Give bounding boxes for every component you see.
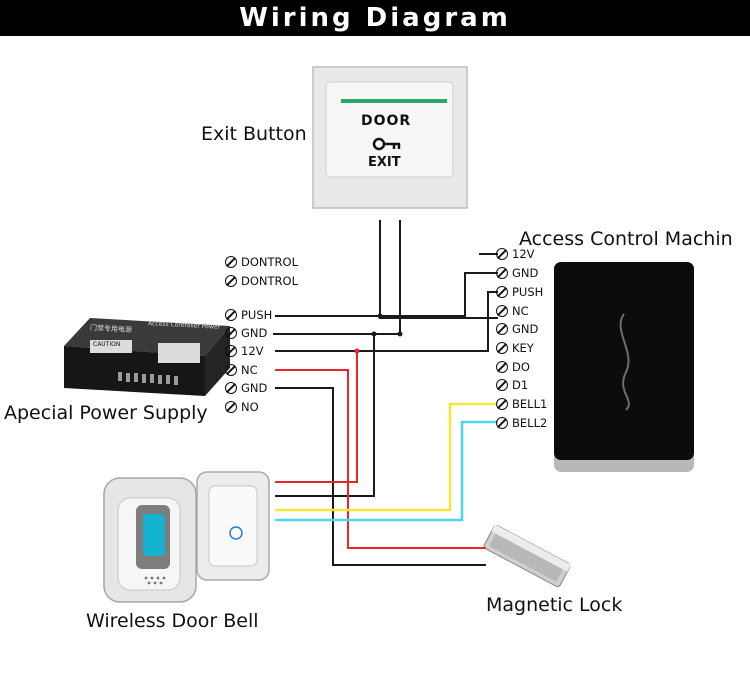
access-terminal: PUSH — [496, 285, 543, 299]
terminal-label: D1 — [512, 378, 529, 392]
terminal-label: PUSH — [241, 308, 273, 322]
terminal-screw-icon — [496, 398, 508, 410]
key-icon — [372, 137, 401, 151]
access-terminal: DO — [496, 360, 530, 374]
access-terminal: BELL1 — [496, 397, 547, 411]
terminal-label: PUSH — [512, 285, 544, 299]
access-terminal: BELL2 — [496, 416, 547, 430]
power-terminal: PUSH — [225, 308, 272, 322]
terminal-screw-icon — [225, 327, 237, 339]
terminal-label: KEY — [512, 341, 534, 355]
terminal-screw-icon — [496, 248, 508, 260]
access-terminal: GND — [496, 322, 538, 336]
door-bell-label: Wireless Door Bell — [86, 610, 259, 632]
doorbell-device — [103, 471, 270, 603]
terminal-label: NC — [241, 363, 258, 377]
terminal-screw-icon — [225, 382, 237, 394]
power-terminal: DONTROL — [225, 255, 298, 269]
power-terminal: 12V — [225, 344, 264, 358]
magnetic-lock-device — [483, 524, 572, 588]
exit-button-exit-text: EXIT — [368, 155, 401, 170]
terminal-screw-icon — [496, 323, 508, 335]
magnetic-lock-label: Magnetic Lock — [486, 594, 623, 616]
power-supply-device — [64, 318, 230, 396]
terminal-label: BELL2 — [512, 416, 548, 430]
terminal-screw-icon — [496, 267, 508, 279]
terminal-screw-icon — [496, 379, 508, 391]
access-terminal: 12V — [496, 247, 535, 261]
terminal-label: NC — [512, 304, 529, 318]
terminal-label: 12V — [512, 247, 535, 261]
terminal-screw-icon — [225, 309, 237, 321]
terminal-screw-icon — [225, 275, 237, 287]
terminal-screw-icon — [225, 256, 237, 268]
terminal-screw-icon — [496, 286, 508, 298]
header-bar: Wiring Diagram — [0, 0, 750, 36]
terminal-label: GND — [512, 266, 539, 280]
power-supply-label: Apecial Power Supply — [4, 402, 208, 424]
power-terminal: NO — [225, 400, 259, 414]
access-control-label: Access Control Machin — [519, 228, 733, 250]
exit-button-door-text: DOOR — [361, 113, 412, 129]
page-title: Wiring Diagram — [239, 3, 511, 33]
wires — [273, 220, 498, 566]
access-terminal: GND — [496, 266, 538, 280]
power-supply-cn-title: 门禁专用电源 — [89, 323, 133, 335]
terminal-screw-icon — [225, 364, 237, 376]
power-terminal: DONTROL — [225, 274, 298, 288]
terminal-label: DONTROL — [241, 274, 298, 288]
terminal-screw-icon — [496, 342, 508, 354]
power-supply-caution: CAUTION — [93, 341, 121, 348]
terminal-label: BELL1 — [512, 397, 548, 411]
terminal-label: DONTROL — [241, 255, 298, 269]
terminal-label: NO — [241, 400, 259, 414]
exit-button-label: Exit Button — [201, 123, 307, 145]
access-terminal: KEY — [496, 341, 534, 355]
terminal-screw-icon — [496, 361, 508, 373]
terminal-screw-icon — [496, 305, 508, 317]
access-control-device — [554, 262, 694, 472]
terminal-label: 12V — [241, 344, 264, 358]
power-terminal: GND — [225, 381, 267, 395]
access-terminal: NC — [496, 304, 529, 318]
exit-button-device — [312, 66, 468, 209]
terminal-screw-icon — [225, 345, 237, 357]
access-terminal: D1 — [496, 378, 528, 392]
terminal-label: GND — [241, 326, 268, 340]
power-terminal: GND — [225, 326, 267, 340]
terminal-screw-icon — [496, 417, 508, 429]
terminal-label: DO — [512, 360, 530, 374]
power-terminal: NC — [225, 363, 258, 377]
terminal-label: GND — [512, 322, 539, 336]
terminal-label: GND — [241, 381, 268, 395]
terminal-screw-icon — [225, 401, 237, 413]
